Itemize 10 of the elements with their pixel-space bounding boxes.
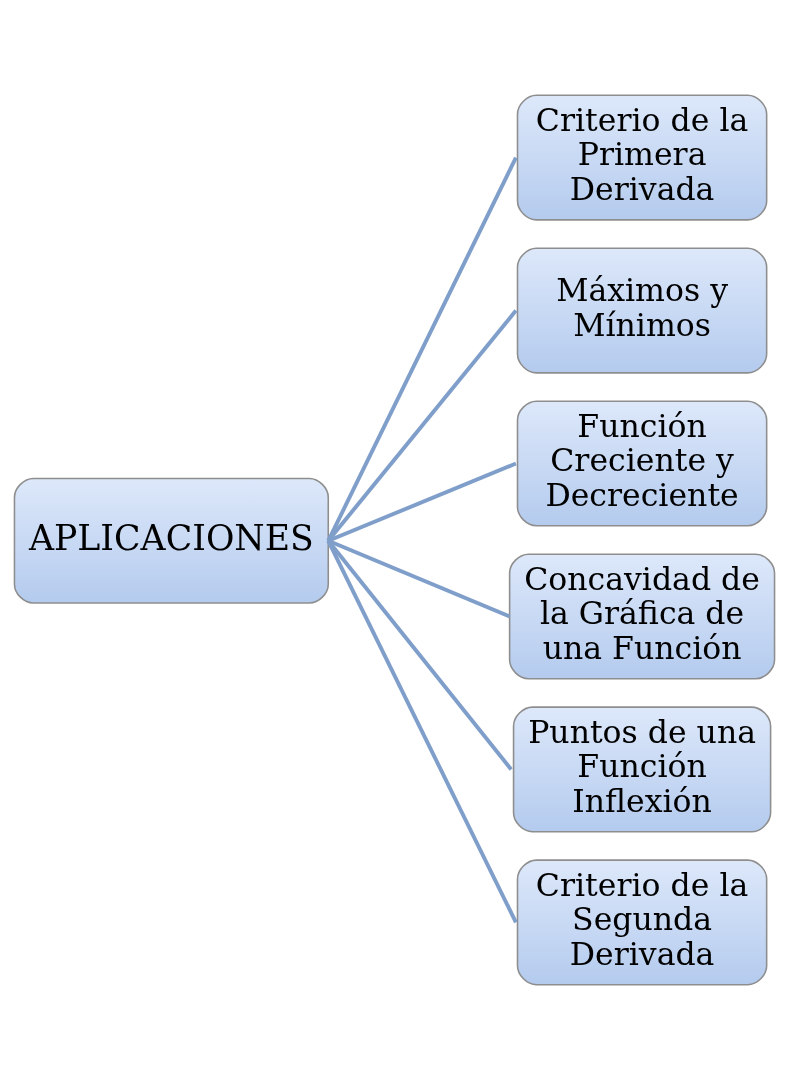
node-box: Máximos y Mínimos [516, 247, 768, 374]
node-box: Criterio de la Primera Derivada [516, 94, 768, 221]
connector [326, 539, 513, 771]
node-box: Función Creciente y Decreciente [516, 399, 768, 527]
node-box: APLICACIONES [13, 477, 330, 604]
connector [326, 539, 518, 923]
connector [326, 156, 518, 542]
node-box: Puntos de una Función Inflexión [512, 705, 772, 832]
node-box: Concavidad de la Gráfica de una Función [508, 552, 776, 680]
node-box: Criterio de la Segunda Derivada [516, 858, 768, 985]
